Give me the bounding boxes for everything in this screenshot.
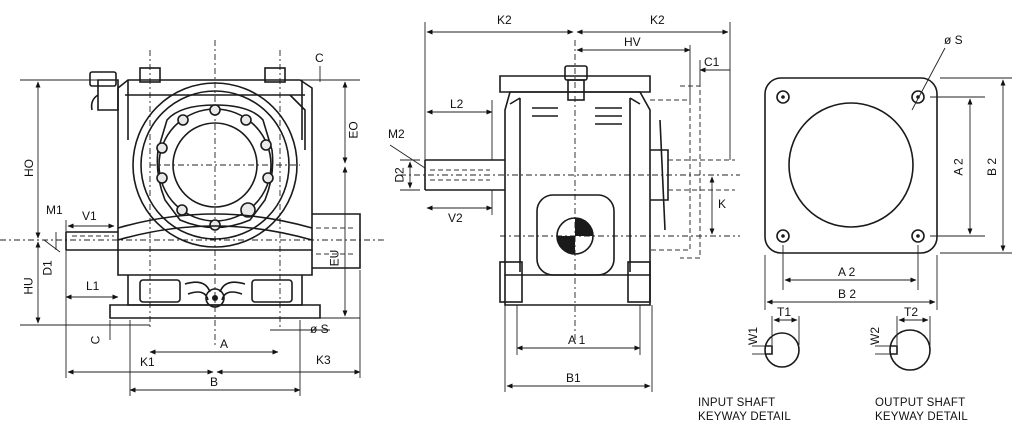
dim-t1: T1 xyxy=(777,305,792,319)
dim-ho: HO xyxy=(22,159,36,177)
dim-a1: A 1 xyxy=(568,333,586,347)
dim-c1: C1 xyxy=(704,55,720,69)
dim-b2-vertical: B 2 xyxy=(985,157,1000,177)
dim-a2-horizontal: A 2 xyxy=(838,265,856,279)
output-keyway-detail xyxy=(875,316,931,371)
output-caption-line1: OUTPUT SHAFT xyxy=(875,397,966,409)
dim-m1: M1 xyxy=(46,203,63,217)
output-keyway-caption: OUTPUT SHAFT KEYWAY DETAIL xyxy=(875,396,968,425)
dim-s-front: ø S xyxy=(310,322,329,336)
dim-a: A xyxy=(220,337,229,351)
front-view xyxy=(0,40,385,396)
dim-a2-vertical: A 2 xyxy=(951,158,966,176)
dim-l1: L1 xyxy=(86,279,100,293)
dim-v2: V2 xyxy=(448,211,463,225)
dim-b1: B1 xyxy=(566,371,581,385)
dim-v1: V1 xyxy=(82,209,97,223)
dim-d2: D2 xyxy=(392,167,407,183)
dim-c-bottom: C xyxy=(88,335,103,345)
dim-w1: W1 xyxy=(746,327,760,345)
dim-d1: D1 xyxy=(40,260,55,276)
dim-w2: W2 xyxy=(868,327,882,345)
dim-k1: K1 xyxy=(140,355,155,369)
input-keyway-detail xyxy=(752,316,800,368)
dim-k: K xyxy=(718,197,727,211)
dim-l2: L2 xyxy=(450,97,464,111)
dim-eu: EU xyxy=(327,249,342,267)
input-caption-line2: KEYWAY DETAIL xyxy=(698,411,791,424)
input-caption-line1: INPUT SHAFT xyxy=(698,397,776,409)
dim-eo: EO xyxy=(346,121,361,139)
dim-k2-right: K2 xyxy=(650,13,665,27)
output-caption-line2: KEYWAY DETAIL xyxy=(875,411,968,424)
dim-c-top: C xyxy=(315,51,324,65)
dim-hu: HU xyxy=(21,277,36,295)
dim-k3: K3 xyxy=(316,353,331,367)
dim-s-flange: ø S xyxy=(944,33,963,47)
dim-b2-horizontal: B 2 xyxy=(838,287,857,301)
input-keyway-caption: INPUT SHAFT KEYWAY DETAIL xyxy=(698,396,791,425)
flange-view xyxy=(764,47,1012,310)
dim-k2-left: K2 xyxy=(497,13,512,27)
dim-hv: HV xyxy=(624,35,641,49)
dim-m2: M2 xyxy=(388,127,405,141)
dim-t2: T2 xyxy=(904,305,919,319)
dim-b: B xyxy=(210,375,219,389)
side-view xyxy=(389,22,740,392)
